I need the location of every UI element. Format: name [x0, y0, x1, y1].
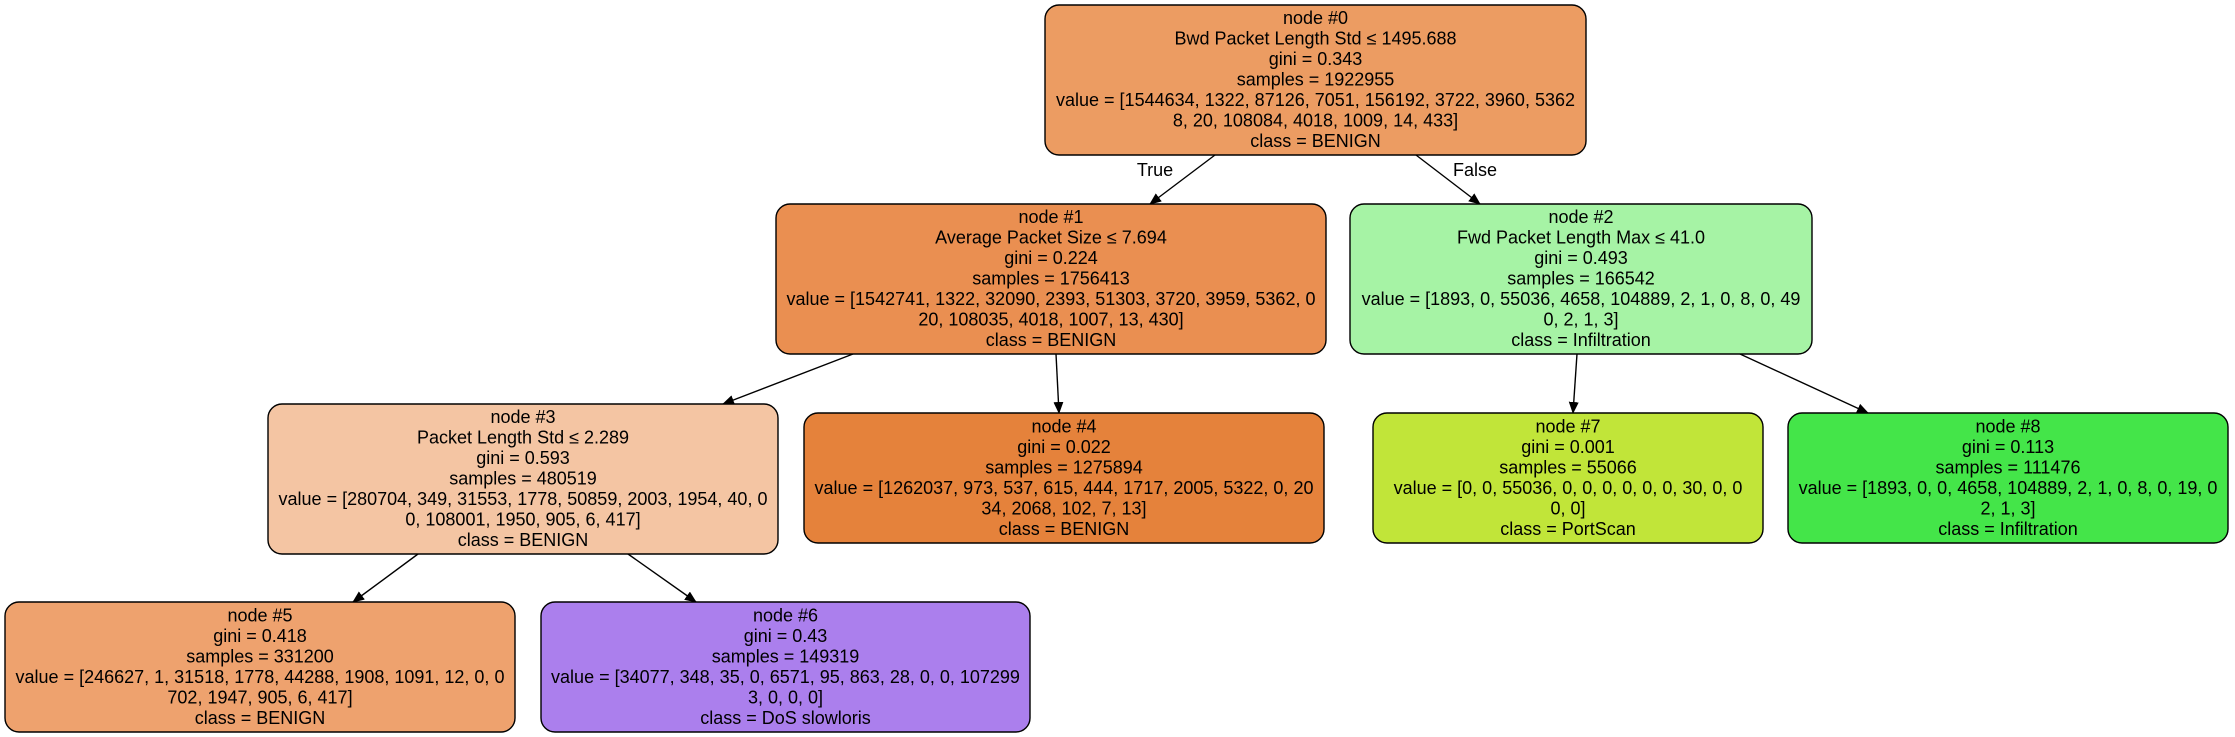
node-4-line-3: value = [1262037, 973, 537, 615, 444, 17… [815, 478, 1314, 498]
node-1-line-1: Average Packet Size ≤ 7.694 [935, 228, 1167, 248]
node-7-line-5: class = PortScan [1500, 519, 1636, 539]
node-0-line-0: node #0 [1283, 8, 1348, 28]
node-5-line-2: samples = 331200 [186, 646, 334, 666]
edge-0-1 [1149, 154, 1216, 205]
node-box [267, 403, 779, 555]
node-2-line-2: gini = 0.493 [1534, 248, 1628, 268]
node-2-line-3: samples = 166542 [1507, 269, 1655, 289]
edge-2-7 [1568, 353, 1579, 414]
edge-1-3 [722, 353, 854, 405]
node-3-line-4: value = [280704, 349, 31553, 1778, 50859… [279, 489, 768, 509]
node-3-line-0: node #3 [490, 407, 555, 427]
node-box [4, 601, 516, 733]
node-0-line-6: class = BENIGN [1250, 131, 1381, 151]
node-5-line-0: node #5 [227, 605, 292, 625]
node-1-line-5: 20, 108035, 4018, 1007, 13, 430] [918, 310, 1183, 330]
node-6-line-0: node #6 [753, 605, 818, 625]
node-2-line-0: node #2 [1548, 207, 1613, 227]
node-box [540, 601, 1031, 733]
node-7-line-1: gini = 0.001 [1521, 437, 1615, 457]
node-8-line-1: gini = 0.113 [1962, 437, 2054, 457]
node-8-line-3: value = [1893, 0, 0, 4658, 104889, 2, 1,… [1799, 478, 2218, 498]
node-6-line-3: value = [34077, 348, 35, 0, 6571, 95, 86… [551, 667, 1020, 687]
edge-0-2 [1415, 154, 1481, 205]
node-4-line-2: samples = 1275894 [985, 457, 1143, 477]
node-4-line-4: 34, 2068, 102, 7, 13] [981, 498, 1146, 518]
edge-1-4 [1053, 353, 1064, 414]
node-2-line-5: 0, 2, 1, 3] [1543, 310, 1618, 330]
edges-layer: True False [352, 154, 1869, 603]
node-4-line-1: gini = 0.022 [1017, 437, 1111, 457]
node-0-line-5: 8, 20, 108084, 4018, 1009, 14, 433] [1173, 111, 1458, 131]
node-0-line-2: gini = 0.343 [1269, 49, 1363, 69]
edge-2-8 [1739, 353, 1869, 414]
node-3-line-2: gini = 0.593 [476, 448, 570, 468]
node-box [1372, 412, 1764, 544]
node-1-line-6: class = BENIGN [986, 330, 1117, 350]
node-box [803, 412, 1325, 544]
node-8-line-0: node #8 [1975, 416, 2040, 436]
edge-label-0-1: True [1137, 160, 1173, 180]
node-3-line-6: class = BENIGN [458, 530, 589, 550]
node-7-line-0: node #7 [1535, 416, 1600, 436]
node-5-line-5: class = BENIGN [195, 708, 326, 728]
node-2-line-4: value = [1893, 0, 55036, 4658, 104889, 2… [1362, 289, 1801, 309]
node-8-line-4: 2, 1, 3] [1980, 498, 2035, 518]
node-1-line-3: samples = 1756413 [972, 269, 1130, 289]
node-3-line-3: samples = 480519 [449, 469, 597, 489]
node-3-line-5: 0, 108001, 1950, 905, 6, 417] [405, 510, 640, 530]
node-6-line-4: 3, 0, 0, 0] [748, 687, 823, 707]
node-0-line-4: value = [1544634, 1322, 87126, 7051, 156… [1056, 90, 1575, 110]
node-1-line-4: value = [1542741, 1322, 32090, 2393, 513… [787, 289, 1316, 309]
node-5-line-4: 702, 1947, 905, 6, 417] [167, 687, 352, 707]
node-4-line-0: node #4 [1031, 416, 1096, 436]
edge-3-5 [352, 553, 419, 603]
node-0-line-3: samples = 1922955 [1237, 70, 1395, 90]
node-6-line-5: class = DoS slowloris [700, 708, 871, 728]
node-box [1349, 203, 1813, 355]
node-8-line-5: class = Infiltration [1938, 519, 2078, 539]
node-5-line-1: gini = 0.418 [213, 626, 307, 646]
node-box [1044, 4, 1587, 156]
node-5-line-3: value = [246627, 1, 31518, 1778, 44288, … [16, 667, 505, 687]
node-8-line-2: samples = 111476 [1936, 457, 2081, 477]
node-1-line-0: node #1 [1018, 207, 1083, 227]
node-7-line-2: samples = 55066 [1499, 457, 1637, 477]
node-7-line-3: value = [0, 0, 55036, 0, 0, 0, 0, 0, 0, … [1394, 478, 1743, 498]
node-box [1787, 412, 2229, 544]
node-0-line-1: Bwd Packet Length Std ≤ 1495.688 [1174, 29, 1456, 49]
node-6-line-1: gini = 0.43 [744, 626, 828, 646]
node-3-line-1: Packet Length Std ≤ 2.289 [417, 428, 629, 448]
node-1-line-2: gini = 0.224 [1004, 248, 1098, 268]
node-4-line-5: class = BENIGN [999, 519, 1130, 539]
node-2-line-6: class = Infiltration [1511, 330, 1651, 350]
node-7-line-4: 0, 0] [1550, 498, 1585, 518]
node-2-line-1: Fwd Packet Length Max ≤ 41.0 [1457, 228, 1705, 248]
node-box [775, 203, 1327, 355]
edge-label-0-2: False [1453, 160, 1497, 180]
edge-3-6 [627, 553, 697, 603]
node-6-line-2: samples = 149319 [712, 646, 860, 666]
